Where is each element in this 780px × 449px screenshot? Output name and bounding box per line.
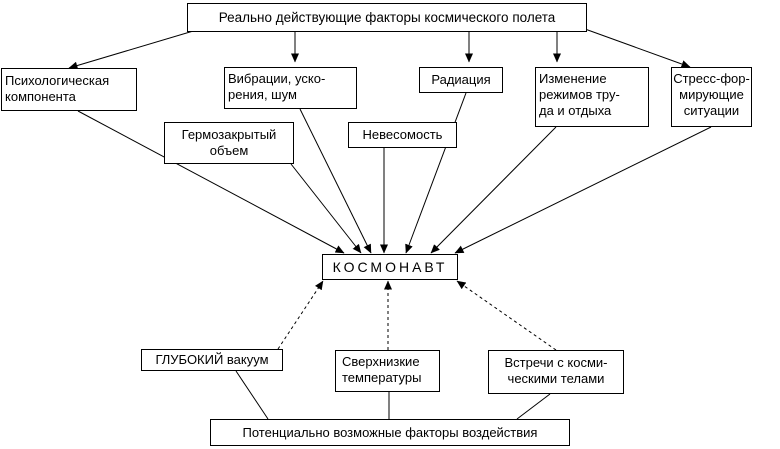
node-vacuum: ГЛУБОКИЙ вакуум — [141, 349, 283, 371]
node-vibration: Вибрации, уско- рения, шум — [224, 67, 357, 109]
edge-regime-to-cosmonaut — [430, 126, 557, 254]
node-cosmonaut: КОСМОНАВТ — [322, 254, 458, 280]
node-psych: Психологическая компонента — [1, 68, 137, 111]
node-low-temp: Сверхнизкие температуры — [335, 350, 440, 392]
edge-vacuum-to-cosmonaut — [277, 280, 324, 350]
edge-bottom-to-vacuum — [235, 370, 269, 420]
node-hermetic: Гермозакрытый объем — [164, 122, 294, 164]
node-regime-change: Изменение режимов тру- да и отдыха — [535, 67, 649, 127]
edge-bodies-to-cosmonaut — [456, 280, 557, 351]
edge-top-to-psych — [68, 28, 201, 70]
node-potential-factors: Потенциально возможные факторы воздейств… — [210, 419, 570, 446]
edge-bottom-to-bodies — [516, 393, 551, 420]
node-radiation: Радиация — [419, 67, 503, 93]
node-weightless: Невесомость — [348, 122, 457, 148]
edge-radiation-to-cosmonaut — [405, 92, 467, 254]
edge-top-to-stress — [584, 28, 691, 68]
edge-stress-to-cosmonaut — [454, 126, 712, 254]
node-stress: Стресс-фор- мирующие ситуации — [671, 67, 752, 127]
node-real-factors: Реально действующие факторы космического… — [187, 3, 587, 32]
edge-hermetic-to-cosmonaut — [290, 163, 362, 254]
edge-psych-to-cosmonaut — [77, 110, 345, 254]
node-cosmic-bodies: Встречи с косми- ческими телами — [488, 350, 624, 394]
edge-vibration-to-cosmonaut — [299, 108, 372, 254]
